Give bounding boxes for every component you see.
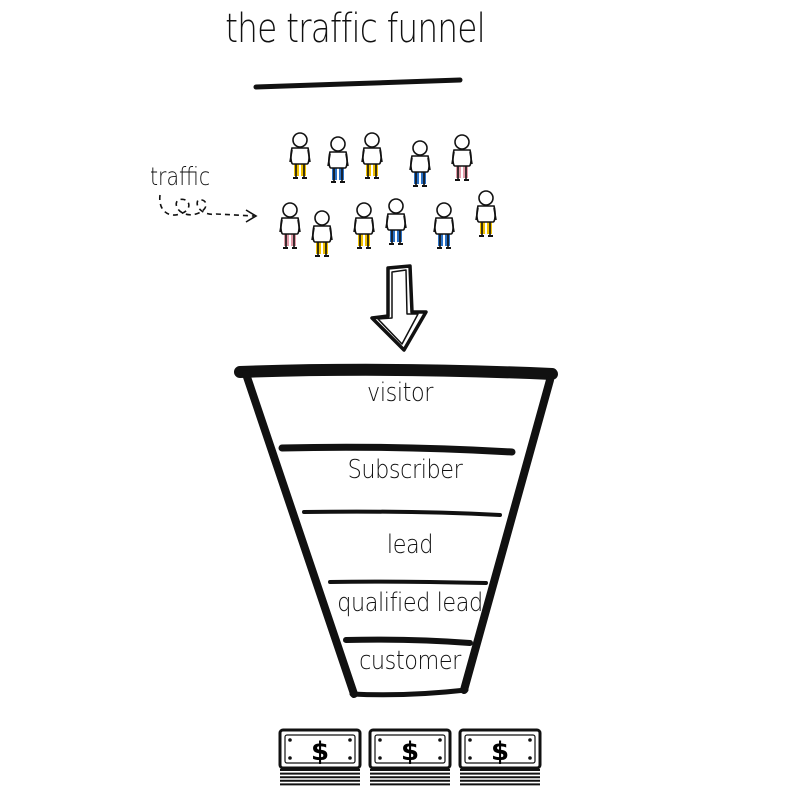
funnel-divider-3: [328, 579, 488, 585]
funnel-divider-4: [343, 636, 473, 646]
funnel-divider-1: [278, 443, 516, 456]
person-icon: [475, 190, 497, 237]
money-stacks: $ $ $: [278, 728, 542, 786]
diagram-title: the traffic funnel: [225, 6, 486, 52]
dollar-sign: $: [491, 737, 509, 767]
dollar-sign: $: [311, 737, 329, 767]
funnel-right-side: [460, 376, 554, 694]
person-icon: [279, 202, 301, 249]
funnel: [234, 363, 558, 698]
dollar-sign: $: [401, 737, 419, 767]
person-icon: [361, 132, 383, 179]
funnel-divider-2: [302, 509, 502, 517]
traffic-people-group: [279, 132, 497, 257]
funnel-left-side: [242, 370, 358, 698]
traffic-label: traffic: [150, 162, 211, 191]
stage-label-lead: lead: [386, 530, 434, 560]
funnel-bottom: [349, 687, 469, 698]
person-icon: [451, 134, 473, 181]
person-icon: [353, 202, 375, 249]
person-icon: [409, 140, 431, 187]
dollar-bill-icon: $: [278, 728, 362, 786]
stage-label-customer: customer: [359, 646, 461, 676]
person-icon: [327, 136, 349, 183]
funnel-rim: [234, 363, 558, 380]
dollar-bill-icon: $: [368, 728, 452, 786]
title-underline: [253, 77, 463, 90]
person-icon: [433, 202, 455, 249]
down-arrow-icon: [370, 264, 428, 352]
person-icon: [289, 132, 311, 179]
person-icon: [311, 210, 333, 257]
stage-label-subscriber: Subscriber: [347, 455, 463, 485]
person-icon: [385, 198, 407, 245]
stage-label-visitor: visitor: [367, 378, 433, 408]
stage-label-qualified-lead: qualified lead: [337, 588, 483, 618]
dollar-bill-icon: $: [458, 728, 542, 786]
traffic-dashed-arrow: [158, 194, 258, 223]
